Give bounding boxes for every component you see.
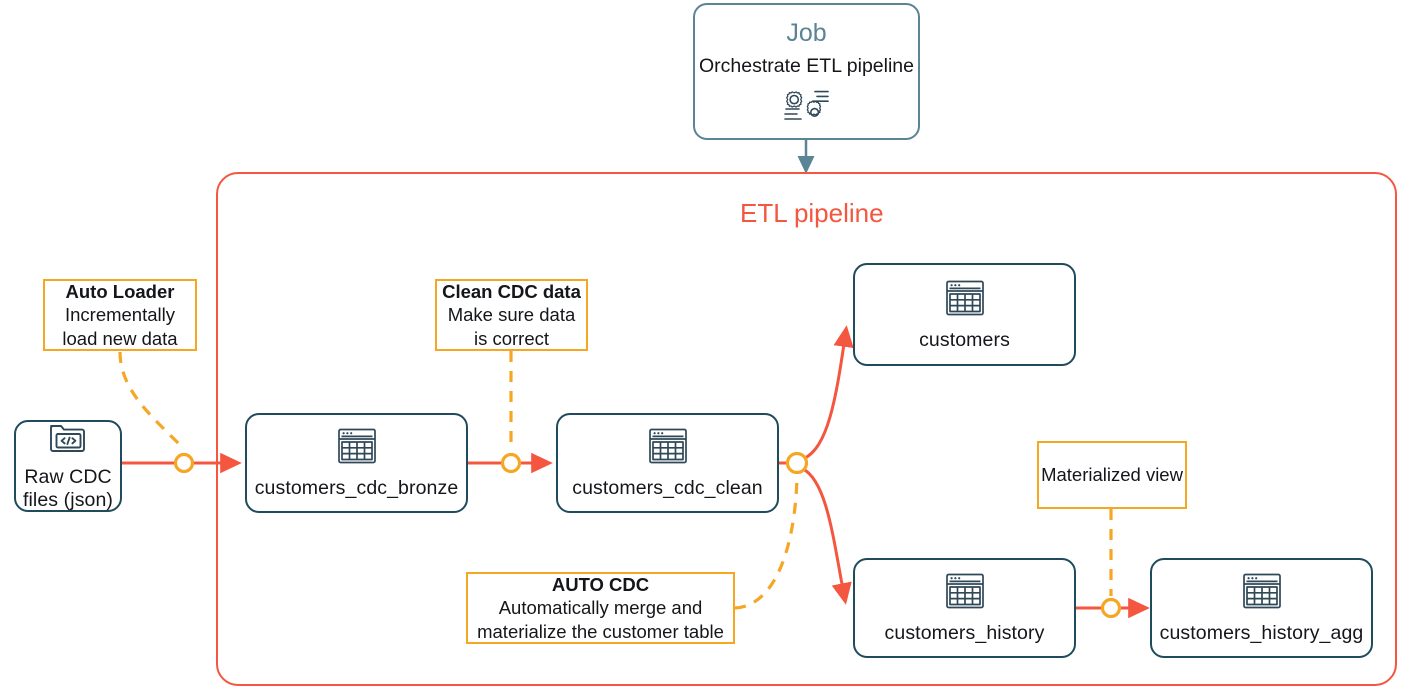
leader-auto-loader <box>118 351 186 451</box>
annotation-clean-cdc-data: Clean CDC data Make sure data is correct <box>435 279 588 351</box>
node-customers-history-agg[interactable]: customers_history_agg <box>1150 558 1373 658</box>
table-icon <box>943 278 987 323</box>
connector-junction-to-customers <box>802 325 854 461</box>
node-customers-cdc-bronze[interactable]: customers_cdc_bronze <box>245 413 468 513</box>
annotation-materialized-view: Materialized view <box>1037 441 1187 509</box>
annotation-line: Automatically merge and <box>498 597 703 619</box>
annotation-line: AUTO CDC <box>551 574 650 596</box>
junction-node-auto-loader <box>173 452 195 474</box>
node-label: customers_history_agg <box>1159 622 1364 645</box>
annotation-line: Incrementally <box>64 304 175 326</box>
annotation-line: Materialized view <box>1041 464 1183 486</box>
job-title: Job <box>786 19 827 47</box>
connector-junction-to-history <box>802 467 852 605</box>
annotation-line: materialize the customer table <box>477 620 724 642</box>
table-icon <box>1240 571 1284 616</box>
etl-pipeline-container <box>216 172 1397 686</box>
annotation-auto-cdc: AUTO CDC Automatically merge and materia… <box>466 572 735 644</box>
node-label: customers_cdc_clean <box>572 477 763 500</box>
leader-auto-cdc <box>734 476 799 610</box>
annotation-line: Make sure data <box>447 304 576 326</box>
junction-node-auto-cdc <box>785 451 809 475</box>
job-card[interactable]: Job Orchestrate ETL pipeline <box>693 3 920 140</box>
annotation-line: Auto Loader <box>65 281 175 303</box>
node-label: customers_history <box>884 622 1045 645</box>
job-subtitle: Orchestrate ETL pipeline <box>699 55 914 77</box>
annotation-line: is correct <box>473 327 550 349</box>
node-customers[interactable]: customers <box>853 263 1076 366</box>
folder-code-icon <box>48 421 88 460</box>
junction-node-clean-cdc <box>500 452 522 474</box>
annotation-line: load new data <box>62 327 178 349</box>
table-icon <box>335 426 379 471</box>
gears-automation-icon <box>783 86 831 131</box>
node-customers-history[interactable]: customers_history <box>853 558 1076 658</box>
table-icon <box>943 571 987 616</box>
node-label: customers_cdc_bronze <box>254 477 459 500</box>
junction-node-materialized-view <box>1100 597 1122 619</box>
node-label: customers <box>919 328 1010 351</box>
node-customers-cdc-clean[interactable]: customers_cdc_clean <box>556 413 779 513</box>
annotation-line: Clean CDC data <box>442 281 581 303</box>
annotation-auto-loader: Auto Loader Incrementally load new data <box>43 279 197 351</box>
etl-pipeline-title: ETL pipeline <box>740 198 884 228</box>
table-icon <box>646 426 690 471</box>
